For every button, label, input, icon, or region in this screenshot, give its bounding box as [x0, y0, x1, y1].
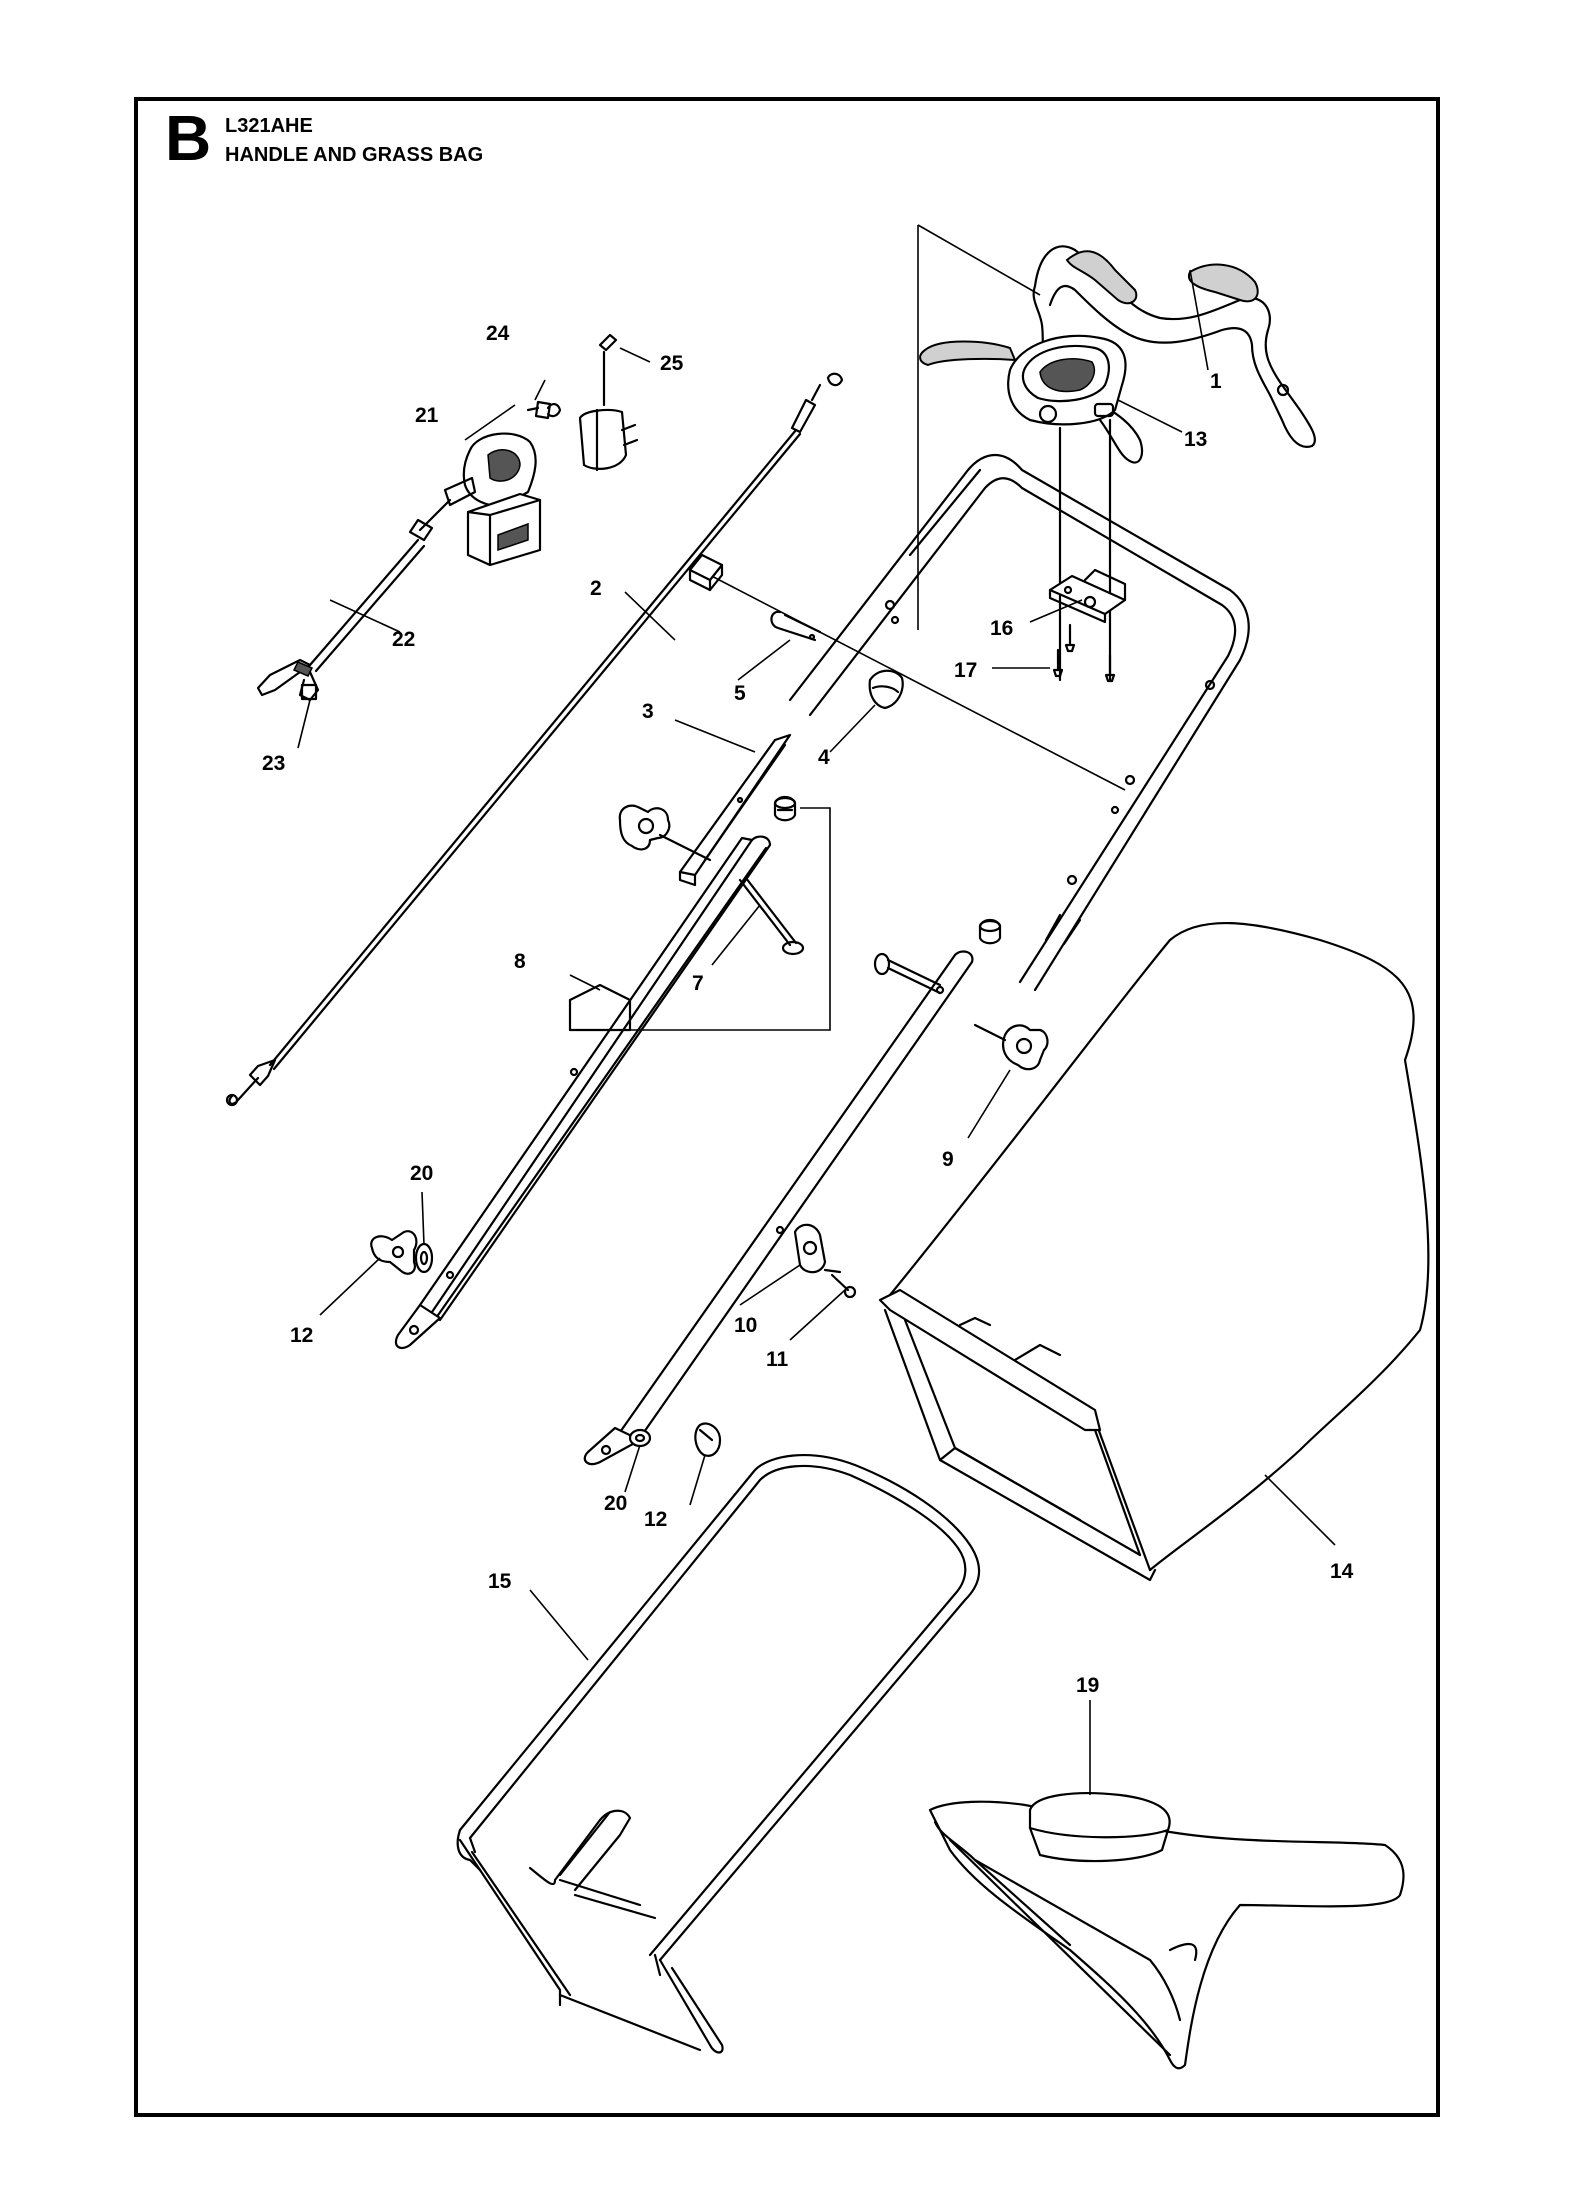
part-j-bolt	[770, 610, 822, 642]
part-washer-20-left	[414, 1242, 434, 1274]
part-screws	[1052, 623, 1116, 683]
part-knob-right	[973, 1023, 1049, 1071]
callout-10: 10	[734, 1314, 757, 1337]
callout-20-right: 20	[604, 1492, 627, 1515]
callout-7: 7	[692, 972, 704, 995]
part-cable-clip	[868, 669, 904, 710]
leader-lines	[297, 224, 1336, 1795]
part-chute	[928, 1792, 1405, 2070]
part-wing-nut-right	[978, 918, 1002, 945]
part-cable-guide	[688, 553, 724, 592]
callout-19: 19	[1076, 1674, 1099, 1697]
callout-17: 17	[954, 659, 977, 682]
callout-11: 11	[766, 1348, 789, 1371]
callout-13: 13	[1184, 428, 1207, 451]
model-number: L321AHE	[225, 115, 313, 137]
callout-labels: 1 2 3 4 5 7 8 9 10 11 12 12 13 14 15 16 …	[262, 322, 1354, 1697]
part-lower-tube-right	[583, 950, 974, 1466]
part-bracket	[1048, 568, 1127, 624]
part-washer-20-right	[628, 1428, 652, 1448]
callout-22: 22	[392, 628, 415, 651]
callout-1: 1	[1210, 370, 1222, 393]
part-knob-12-right	[694, 1422, 722, 1457]
part-wiring-harness-22	[256, 498, 452, 702]
part-lower-tube-left	[394, 835, 772, 1350]
callout-24: 24	[486, 322, 510, 345]
part-bag-frame	[456, 1454, 981, 2054]
callout-21: 21	[415, 404, 439, 427]
callout-9: 9	[942, 1148, 954, 1171]
part-charger-25	[578, 333, 639, 472]
callout-25: 25	[660, 352, 684, 375]
diagram-frame	[134, 97, 1440, 2117]
callout-2: 2	[590, 577, 602, 600]
part-control-box	[919, 334, 1144, 682]
callout-14: 14	[1330, 1560, 1354, 1583]
callout-8: 8	[514, 950, 526, 973]
part-clamp-screw	[830, 1273, 857, 1299]
part-handle-joint-left	[678, 733, 792, 887]
callout-3: 3	[642, 700, 654, 723]
callout-20-left: 20	[410, 1162, 433, 1185]
callout-15: 15	[488, 1570, 512, 1593]
callout-4: 4	[818, 746, 830, 769]
callout-16: 16	[990, 617, 1013, 640]
part-knob-left	[618, 804, 712, 862]
callout-23: 23	[262, 752, 285, 775]
part-cable-clamp	[793, 1223, 842, 1274]
part-bolt-7	[738, 876, 805, 956]
part-wing-nut-upper	[773, 795, 797, 822]
section-letter: B	[165, 102, 212, 174]
part-handle-frame	[699, 454, 1250, 992]
part-knob-12-left	[370, 1230, 418, 1275]
callout-12-left: 12	[290, 1324, 313, 1347]
part-grass-bag	[878, 921, 1430, 1582]
diagram-title: HANDLE AND GRASS BAG	[225, 144, 484, 166]
callout-12-right: 12	[644, 1508, 667, 1531]
part-cable	[225, 372, 844, 1107]
callout-5: 5	[734, 682, 746, 705]
part-plug-24	[526, 400, 562, 420]
callout-8-block	[568, 983, 632, 1032]
part-battery	[443, 432, 542, 567]
